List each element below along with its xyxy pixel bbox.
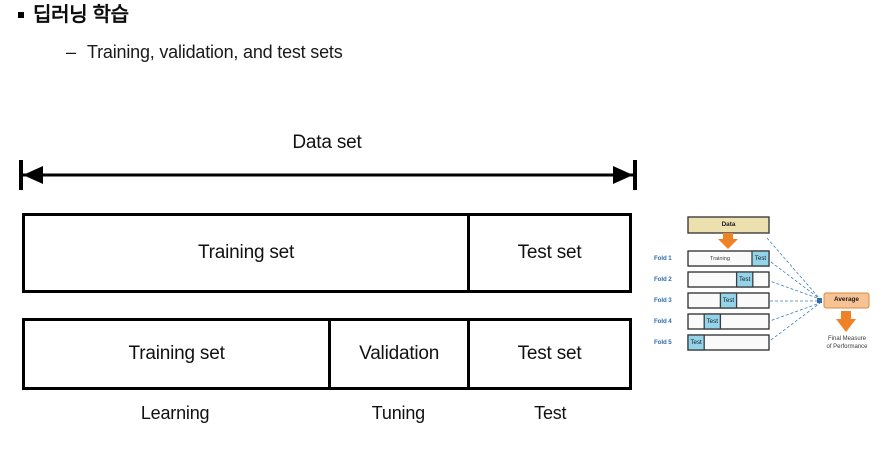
- training-validation-test-segment-3: Test set: [467, 321, 629, 387]
- training-validation-test-segment-label: Test set: [517, 343, 582, 364]
- fold-bar-2: [687, 271, 770, 288]
- dash-icon: –: [66, 42, 77, 62]
- average-connector-node: [817, 298, 822, 303]
- dataset-span-caption: Data set: [292, 132, 362, 153]
- data-box: [687, 216, 770, 234]
- fold-1-test-block: [751, 250, 770, 267]
- bar-training-test: Training set Test set: [22, 213, 632, 293]
- fold-bars: [687, 250, 770, 351]
- purpose-label-1: Learning: [140, 402, 210, 423]
- page-title: 딥러닝 학습: [18, 2, 129, 28]
- cv-diagram-graphics: [687, 216, 870, 351]
- training-test-segment-2: Test set: [467, 216, 629, 290]
- fold-4-test-block: [703, 313, 722, 330]
- average-down-arrow-icon: [836, 311, 856, 332]
- training-validation-test-segment-1: Training set: [25, 321, 328, 387]
- training-test-segment-label: Training set: [197, 242, 295, 263]
- fold-5-test-block: [687, 334, 705, 351]
- k-fold-cross-validation-figure: Data Average Final Measure of Performanc…: [652, 215, 894, 400]
- dataset-span-double-arrow: [19, 160, 637, 190]
- subtitle-label: Training, validation, and test sets: [87, 42, 343, 62]
- training-validation-test-segment-2: Validation: [328, 321, 467, 387]
- average-box: [823, 292, 870, 309]
- purpose-label-3: Test: [534, 402, 567, 423]
- fold-2-test-block: [735, 271, 754, 288]
- data-down-arrow-icon: [718, 233, 738, 249]
- training-test-segment-1: Training set: [25, 216, 467, 290]
- bar-training-validation-test: Training set Validation Test set: [22, 318, 632, 390]
- split-purpose-labels: Learning Tuning Test: [22, 398, 632, 428]
- fold-to-average-connectors: [765, 237, 821, 344]
- title-label: 딥러닝 학습: [33, 4, 129, 26]
- purpose-label-2: Tuning: [371, 402, 425, 423]
- fold-bar-4: [687, 313, 770, 330]
- fold-3-test-block: [719, 292, 738, 309]
- bullet-square-icon: [18, 12, 24, 18]
- subtitle-row: – Training, validation, and test sets: [66, 41, 343, 63]
- training-validation-test-segment-label: Training set: [128, 343, 225, 364]
- training-validation-test-segment-label: Validation: [359, 343, 440, 364]
- training-test-segment-label: Test set: [517, 242, 582, 263]
